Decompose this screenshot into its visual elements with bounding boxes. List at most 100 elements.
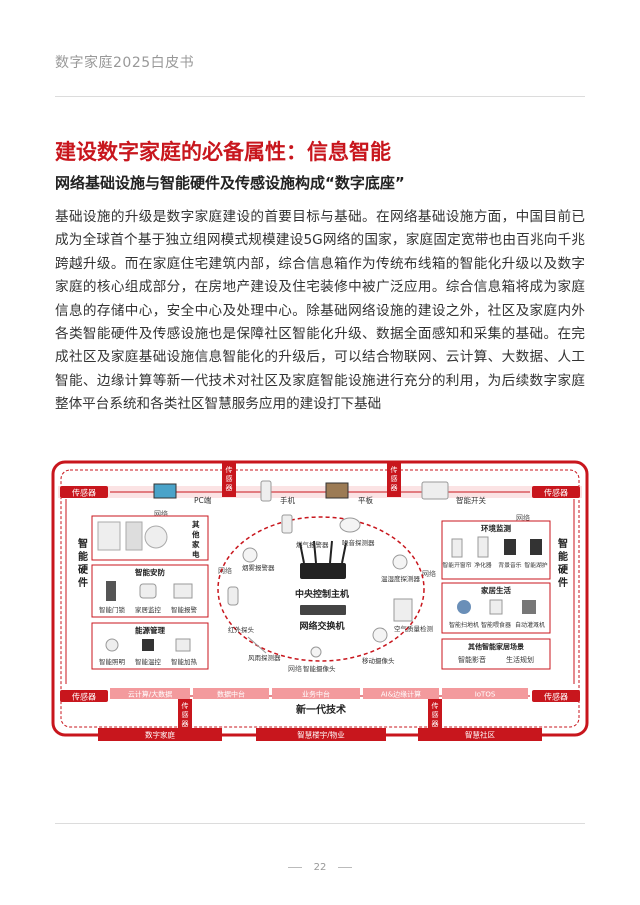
feeder-icon: [489, 599, 503, 615]
panel-env-title: 环境监测: [481, 523, 511, 533]
footer-divider: [55, 823, 585, 824]
bottom-bar-2-label: 智慧楼宇/物业: [297, 730, 345, 740]
sensor-vtag-2: [387, 463, 401, 497]
smart-switch-icon: [421, 481, 449, 500]
right-hardware-c2: 能: [558, 550, 568, 563]
sensor-tag-tl-label: 传感器: [72, 488, 96, 498]
home-life-item-2: 智能喂食器: [481, 621, 511, 629]
sensor-tag-bl-label: 传感器: [72, 692, 96, 702]
top-device-pc-label: PC端: [194, 495, 212, 505]
network-label-4: 网络: [422, 569, 436, 578]
energy-item-2: 智能温控: [135, 657, 162, 666]
other-scene-item-1: 智能影音: [458, 655, 486, 664]
switch-icon: [300, 605, 346, 615]
noise-detector-icon: [339, 517, 361, 533]
ring-device-wind: 风雨探测器: [248, 653, 281, 662]
top-device-phone-label: 手机: [280, 495, 295, 505]
energy-item-1: 智能照明: [99, 657, 126, 666]
air-quality-icon: [393, 598, 413, 622]
bottom-bar-3: [418, 728, 542, 741]
security-item-3: 智能报警: [171, 605, 198, 614]
sensor-tag-br: [532, 690, 580, 702]
sensor-vtag-3-c1: 传: [182, 701, 189, 710]
infrared-probe-icon: [227, 586, 239, 606]
sensor-vtag-2-c3: 器: [391, 484, 398, 492]
network-label-3: 网络: [218, 566, 232, 575]
body-paragraph: 基础设施的升级是数字家庭建设的首要目标与基础。在网络基础设施方面，中国目前已成为…: [55, 209, 585, 413]
alarm-icon: [173, 583, 193, 599]
sensor-vtag-4-c1: 传: [432, 701, 439, 710]
washer-icon: [144, 525, 168, 549]
sensor-vtag-4-c2: 感: [432, 710, 439, 719]
mobile-camera-icon: [372, 627, 388, 643]
light-icon: [105, 638, 119, 652]
music-icon: [504, 539, 516, 555]
ring-device-camera: 智能摄像头: [303, 664, 336, 673]
sensor-vtag-1-c1: 传: [226, 465, 233, 474]
sensor-vtag-1-c2: 感: [226, 474, 233, 483]
right-hardware-c4: 件: [558, 576, 568, 589]
pc-icon: [153, 483, 177, 499]
env-item-2: 净化器: [474, 561, 492, 569]
home-life-item-3: 自动灌溉机: [515, 621, 545, 629]
purifier-icon: [477, 536, 489, 558]
router-antenna-1: [299, 542, 305, 564]
security-item-2: 家居监控: [135, 605, 162, 614]
sensor-vtag-2-c1: 传: [391, 465, 398, 474]
network-label-2: 网络: [516, 513, 530, 522]
tech-bar-1-label: 云计算/大数据: [128, 690, 172, 699]
heater-icon: [175, 638, 191, 652]
panel-security-title: 智能安防: [135, 567, 165, 577]
sensor-vtag-3-c2: 感: [182, 710, 189, 719]
panel-other-appliances-c2: 他: [191, 529, 200, 539]
guard-icon: [530, 539, 542, 555]
network-label-7: 网络: [288, 664, 302, 673]
section-subtitle: 网络基础设施与智能硬件及传感设施构成“数字底座”: [55, 174, 405, 192]
env-item-1: 智能开窗帘: [443, 561, 472, 569]
door-lock-icon: [106, 581, 116, 601]
sensor-tag-tr: [532, 486, 580, 498]
bottom-bar-1: [98, 728, 222, 741]
section-title: 建设数字家庭的必备属性：信息智能: [55, 140, 391, 164]
panel-energy-title: 能源管理: [135, 625, 165, 635]
center-switch-label: 网络交换机: [299, 620, 344, 632]
energy-item-3: 智能加热: [171, 657, 198, 666]
page-number: 22: [313, 862, 327, 873]
tech-bar-3-label: 业务中台: [302, 690, 330, 699]
right-hardware-c3: 硬: [558, 564, 569, 576]
sensor-tag-br-label: 传感器: [544, 692, 568, 702]
center-host-label: 中央控制主机: [295, 588, 349, 600]
tech-bar-1: [110, 688, 190, 699]
router-antenna-2: [313, 540, 317, 564]
gas-alarm-icon: [281, 514, 293, 534]
panel-other-appliances-c1: 其: [192, 519, 200, 529]
tech-bar-5: [442, 688, 528, 699]
tablet-icon: [325, 482, 349, 499]
temp-humidity-icon: [392, 554, 408, 570]
router-icon: [300, 563, 346, 579]
bottom-bar-3-label: 智慧社区: [465, 730, 495, 740]
env-item-4: 智能湖护: [524, 561, 547, 569]
ring-device-smoke: 烟雾报警器: [242, 563, 275, 572]
ring-device-air: 空气质量检测: [394, 624, 434, 633]
tech-bar-5-label: IoTOS: [475, 691, 496, 699]
tech-bar-4-label: AI&边缘计算: [381, 690, 421, 699]
panel-other-appliances-c3: 家: [192, 539, 200, 549]
other-scene-item-2: 生活规划: [506, 655, 534, 664]
router-antenna-4: [341, 542, 347, 564]
curtain-icon: [451, 538, 463, 558]
panel-other-scenes-title: 其他智能家居场景: [468, 642, 524, 651]
tech-bar-2: [193, 688, 269, 699]
tech-bar-3: [272, 688, 360, 699]
smoke-alarm-icon: [242, 547, 258, 563]
bottom-bar-1-label: 数字家庭: [145, 730, 175, 740]
left-hardware-c3: 硬: [78, 564, 89, 576]
left-hardware-c4: 件: [78, 576, 88, 589]
running-header: 数字家庭2025白皮书: [55, 55, 195, 71]
right-hardware-c1: 智: [558, 537, 568, 550]
diagram-inner-frame: [60, 469, 580, 728]
wind-rain-icon: [247, 636, 267, 654]
ring-device-infrared: 红外探头: [228, 625, 255, 634]
left-hardware-c2: 能: [78, 550, 88, 563]
sensor-tag-tl: [60, 486, 108, 498]
